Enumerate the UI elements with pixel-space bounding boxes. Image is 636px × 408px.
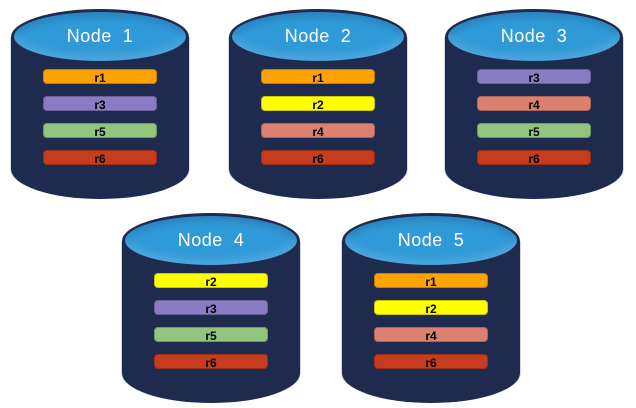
cylinder-top-rim — [122, 213, 300, 269]
replica-label: r3 — [528, 71, 540, 85]
node-3-cylinder: Node 3 r3 r4 r5 r6 — [445, 9, 623, 199]
node-title: Node 1 — [66, 26, 134, 46]
replica-bar-list: r3 r4 r5 r6 — [477, 69, 591, 177]
replica-label: r1 — [94, 71, 106, 85]
replica-bar: r1 — [374, 273, 488, 289]
replica-bar: r2 — [374, 300, 488, 316]
replica-label: r5 — [528, 125, 540, 139]
node-5-cylinder: Node 5 r1 r2 r4 r6 — [342, 213, 520, 403]
replica-bar: r2 — [154, 273, 268, 289]
replica-label: r4 — [528, 98, 540, 112]
node-title: Node 4 — [177, 230, 245, 250]
replica-label: r4 — [425, 329, 437, 343]
replica-label: r2 — [312, 98, 324, 112]
node-title: Node 2 — [284, 26, 352, 46]
cylinder-top-rim — [229, 9, 407, 65]
replica-bar: r4 — [261, 123, 375, 139]
cylinder-top-face — [448, 12, 620, 61]
replica-bar: r1 — [43, 69, 157, 85]
replica-label: r2 — [205, 275, 217, 289]
cylinder-top-face — [125, 216, 297, 265]
replica-label: r5 — [205, 329, 217, 343]
replica-bar: r3 — [43, 96, 157, 112]
node-2-cylinder: Node 2 r1 r2 r4 r6 — [229, 9, 407, 199]
replica-bar-list: r2 r3 r5 r6 — [154, 273, 268, 381]
cylinder-top-rim — [445, 9, 623, 65]
replica-bar: r5 — [154, 327, 268, 343]
replica-bar: r6 — [477, 150, 591, 166]
replica-bar: r5 — [477, 123, 591, 139]
replica-bar: r3 — [154, 300, 268, 316]
replica-label: r5 — [94, 125, 106, 139]
replica-bar-list: r1 r2 r4 r6 — [374, 273, 488, 381]
replica-label: r1 — [425, 275, 437, 289]
replica-label: r6 — [205, 356, 217, 370]
cylinder-top-rim — [342, 213, 520, 269]
replica-label: r6 — [94, 152, 106, 166]
replica-bar: r4 — [374, 327, 488, 343]
cylinder-top-face — [14, 12, 186, 61]
cylinder-top-rim — [11, 9, 189, 65]
replica-bar: r5 — [43, 123, 157, 139]
replica-bar: r2 — [261, 96, 375, 112]
replica-label: r3 — [94, 98, 106, 112]
replica-label: r1 — [312, 71, 324, 85]
replica-label: r6 — [425, 356, 437, 370]
replica-label: r6 — [312, 152, 324, 166]
replica-label: r3 — [205, 302, 217, 316]
node-1-cylinder: Node 1 r1 r3 r5 r6 — [11, 9, 189, 199]
replica-bar: r1 — [261, 69, 375, 85]
replica-bar: r6 — [374, 354, 488, 370]
replica-bar-list: r1 r3 r5 r6 — [43, 69, 157, 177]
node-title: Node 5 — [397, 230, 465, 250]
cylinder-top-face — [232, 12, 404, 61]
node-title: Node 3 — [500, 26, 568, 46]
replica-label: r2 — [425, 302, 437, 316]
replica-bar: r6 — [261, 150, 375, 166]
cylinder-top-face — [345, 216, 517, 265]
replica-bar: r6 — [154, 354, 268, 370]
replica-label: r4 — [312, 125, 324, 139]
replica-bar-list: r1 r2 r4 r6 — [261, 69, 375, 177]
replica-bar: r6 — [43, 150, 157, 166]
replica-bar: r4 — [477, 96, 591, 112]
node-4-cylinder: Node 4 r2 r3 r5 r6 — [122, 213, 300, 403]
replica-label: r6 — [528, 152, 540, 166]
replica-bar: r3 — [477, 69, 591, 85]
